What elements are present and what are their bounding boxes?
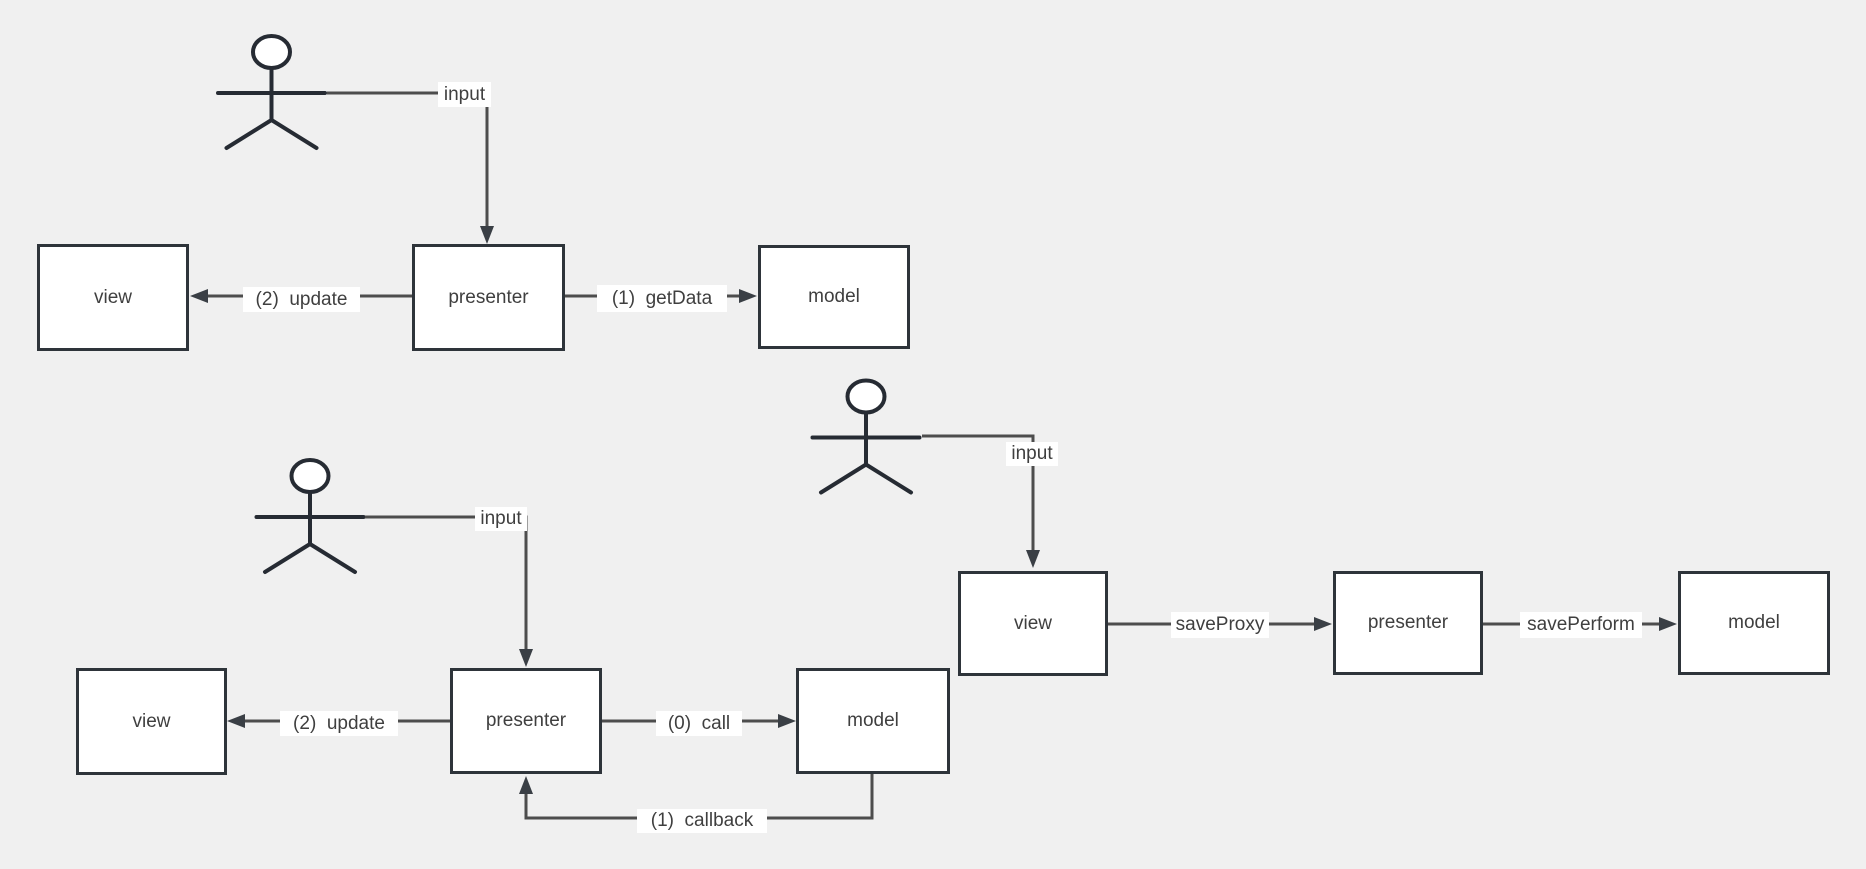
diagram3-input-connector[interactable] [922, 434, 1040, 568]
diagram3-model-node[interactable]: model [1678, 571, 1830, 675]
diagram3-saveproxy-edge-label[interactable]: saveProxy [1171, 612, 1269, 638]
diagram3-presenter-node[interactable]: presenter [1333, 571, 1483, 675]
diagram2-callback-edge-label[interactable]: (1) callback [637, 809, 767, 833]
diagram2-input-connector[interactable] [365, 515, 533, 667]
diagram2-presenter-node[interactable]: presenter [450, 668, 602, 774]
diagram2-actor-icon[interactable] [254, 458, 366, 574]
diagram2-model-node[interactable]: model [796, 668, 950, 774]
diagram3-saveperform-edge-label[interactable]: savePerform [1520, 612, 1642, 638]
diagram3-input-edge-label[interactable]: input [1006, 442, 1058, 466]
diagram1-actor-icon[interactable] [216, 34, 327, 150]
diagram1-getdata-edge-label[interactable]: (1) getData [597, 285, 727, 312]
diagram1-view-node[interactable]: view [37, 244, 189, 351]
diagram3-actor-icon[interactable] [810, 378, 922, 495]
diagram1-update-edge-label[interactable]: (2) update [243, 287, 360, 312]
diagram1-input-edge-label[interactable]: input [438, 82, 491, 107]
diagram2-input-edge-label[interactable]: input [475, 507, 527, 531]
diagram2-update-edge-label[interactable]: (2) update [280, 711, 398, 736]
diagram1-presenter-node[interactable]: presenter [412, 244, 565, 351]
diagram2-view-node[interactable]: view [76, 668, 227, 775]
diagram3-view-node[interactable]: view [958, 571, 1108, 676]
diagram1-model-node[interactable]: model [758, 245, 910, 349]
diagram1-input-connector[interactable] [327, 91, 494, 244]
diagram2-call-edge-label[interactable]: (0) call [656, 711, 742, 736]
